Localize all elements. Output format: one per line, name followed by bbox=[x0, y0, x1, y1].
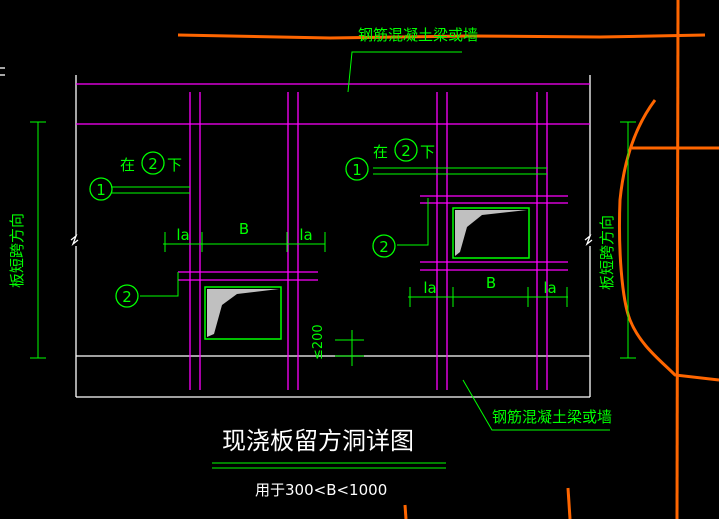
opening-right bbox=[452, 207, 530, 259]
dim-200: ≤200 bbox=[311, 324, 326, 360]
right-span-label: 板短跨方向 bbox=[598, 215, 616, 290]
dimension-lines bbox=[30, 51, 636, 469]
right-callout-2-num: 2 bbox=[379, 238, 389, 256]
right-callout-ref-circle bbox=[394, 138, 418, 162]
right-callout-2-circle bbox=[372, 234, 396, 258]
left-dim-la-1: la bbox=[176, 226, 189, 244]
left-dim-b: B bbox=[239, 220, 249, 238]
right-callout-1-num: 1 bbox=[352, 161, 362, 179]
drawing-subtitle: 用于300<B<1000 bbox=[255, 481, 387, 499]
right-dim-la-2: la bbox=[543, 279, 556, 297]
right-callout-1-suffix: 下 bbox=[420, 143, 435, 161]
right-callout-1-circle bbox=[345, 157, 369, 181]
left-dim-la-2: la bbox=[299, 226, 312, 244]
left-callout-2-num: 2 bbox=[122, 288, 132, 306]
bottom-wall-label: 钢筋混凝土梁或墙 bbox=[492, 408, 612, 426]
opening-left bbox=[204, 286, 282, 340]
slab-outline bbox=[0, 67, 593, 398]
right-callout-1-text: 在 bbox=[373, 143, 388, 161]
left-callout-1-circle bbox=[89, 177, 113, 201]
left-callout-1-num: 1 bbox=[96, 181, 106, 199]
left-span-label: 板短跨方向 bbox=[8, 213, 26, 288]
left-callout-1-text: 在 bbox=[120, 156, 135, 174]
right-dim-la-1: la bbox=[423, 279, 436, 297]
drawing-title: 现浇板留方洞详图 bbox=[222, 427, 414, 455]
right-dim-b: B bbox=[486, 274, 496, 292]
top-wall-label: 钢筋混凝土梁或墙 bbox=[358, 26, 478, 44]
left-callout-1-suffix: 下 bbox=[167, 156, 182, 174]
orange-boundary-lines bbox=[177, 0, 719, 519]
rebar-lines bbox=[76, 83, 590, 390]
left-callout-2-circle bbox=[115, 284, 139, 308]
callout-circles bbox=[89, 138, 418, 308]
right-callout-1-ref: 2 bbox=[401, 142, 411, 160]
left-callout-1-ref: 2 bbox=[148, 155, 158, 173]
left-callout-ref-circle bbox=[141, 151, 165, 175]
